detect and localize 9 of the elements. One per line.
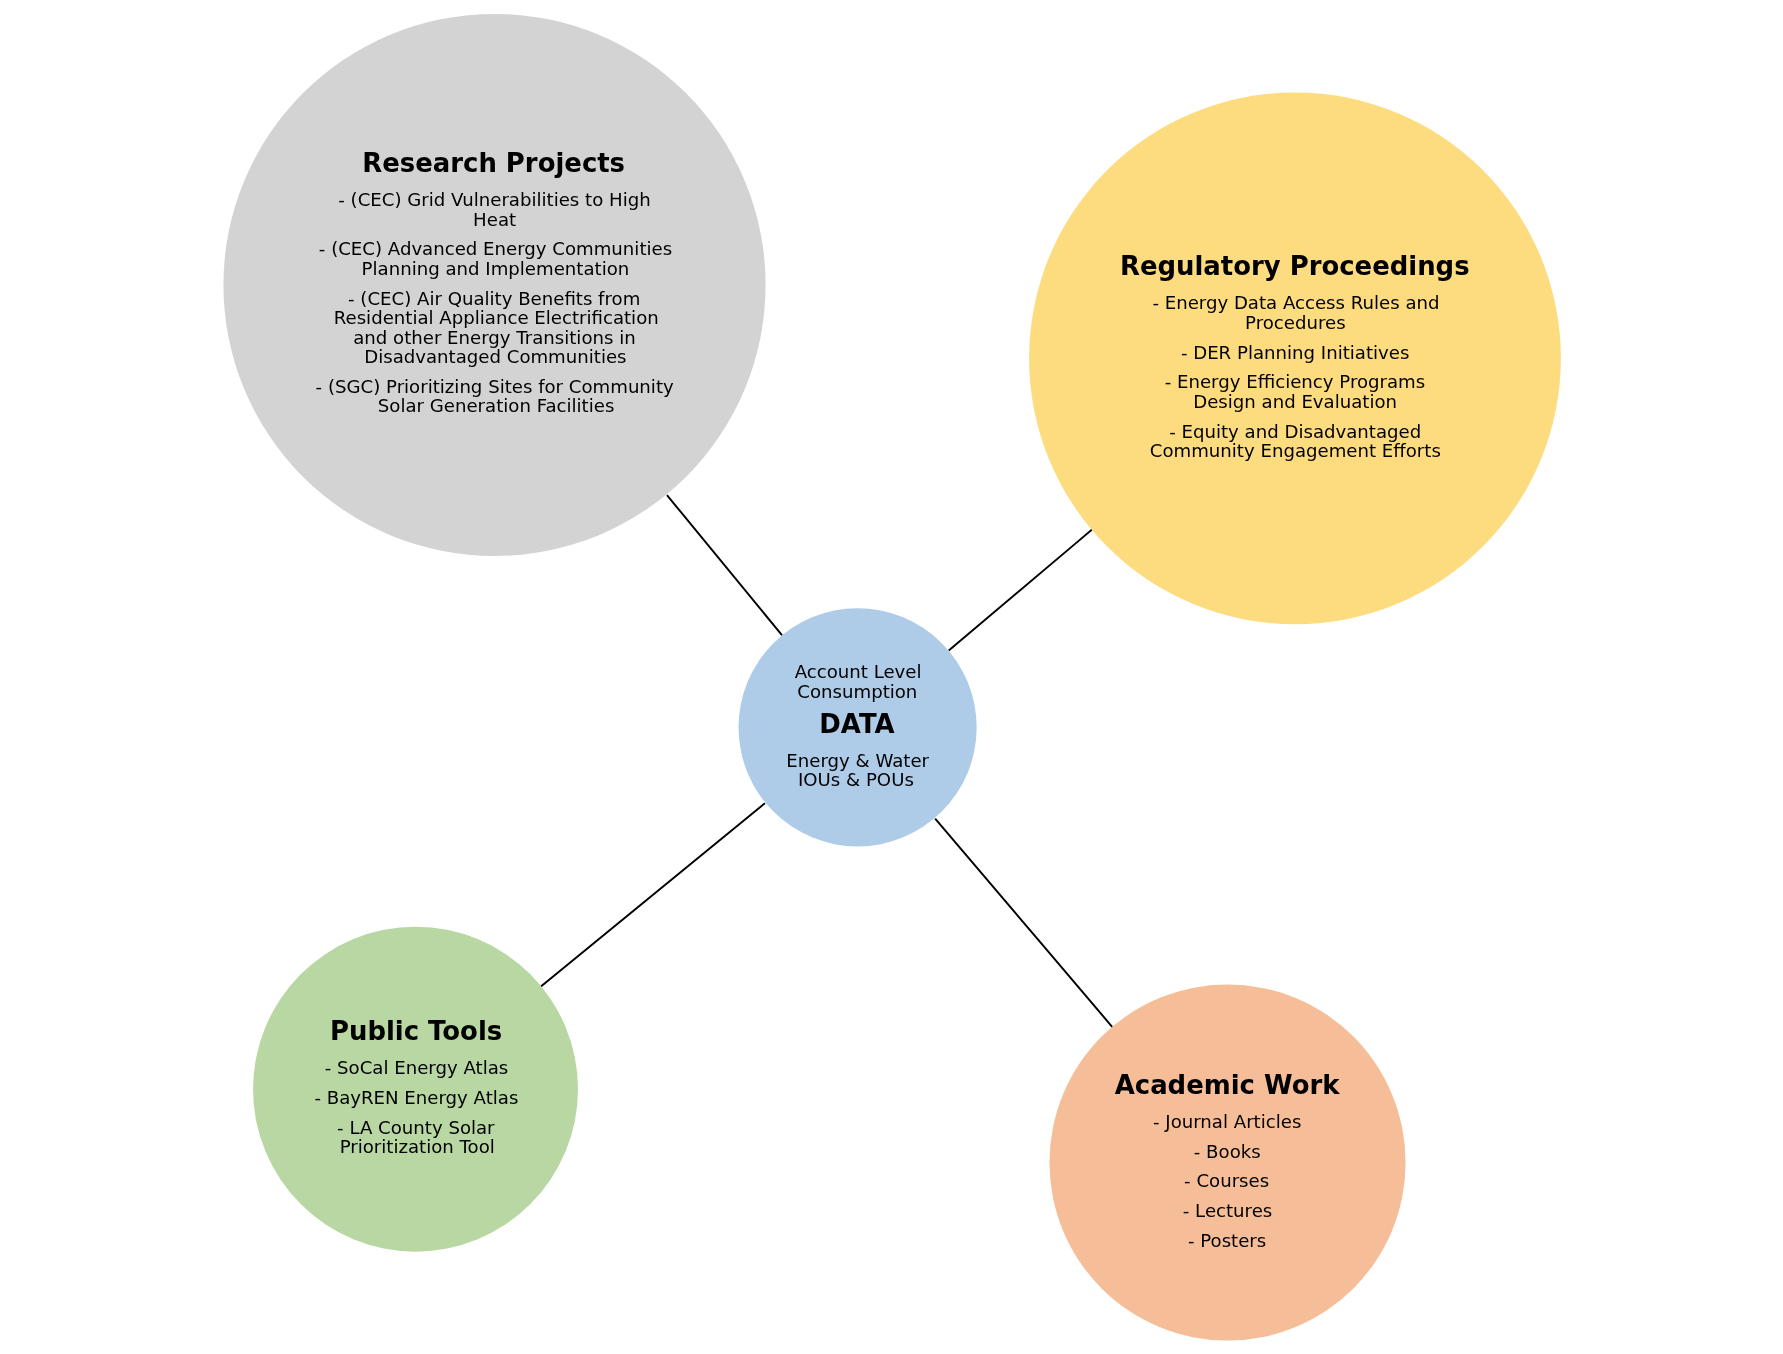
node-circle: Academic Work - Journal Articles - Books - Courses - Lectures - Posters bbox=[1048, 984, 1406, 1341]
node-circle: Account Level Consumption DATA Energy & Water IOUs & POUs bbox=[738, 608, 977, 847]
connector bbox=[947, 528, 1093, 652]
node-circle: Public Tools - SoCal Energy Atlas - BayREN Energy Atlas - LA County Solar Prioritization Tool bbox=[252, 926, 578, 1252]
connector bbox=[665, 494, 783, 637]
connector bbox=[539, 802, 766, 988]
node-circle: Regulatory Proceedings - Energy Data Access Rules and Procedures - DER Planning Initiatives - Energy Efficiency Programs Design and Evaluation - Equity and Disadvantaged Community Engagement Efforts bbox=[1028, 92, 1561, 625]
node-circle: Research Projects - (CEC) Grid Vulnerabilities to High Heat - (CEC) Advanced Energy Communities Planning and Implementation - (CEC) Air Quality Benefits from Residential Appliance Electrification and other Energy Transitions in Disadvantaged Communities - (SGC) Prioritizing Sites for Community Solar Generation Facilities bbox=[222, 13, 766, 557]
connector bbox=[933, 817, 1113, 1028]
